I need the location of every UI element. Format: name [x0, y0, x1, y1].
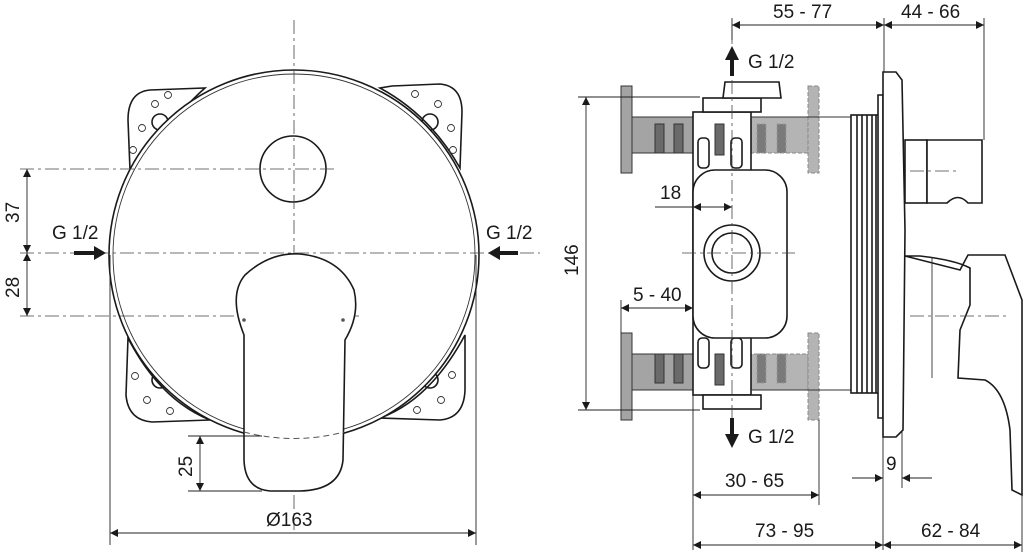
mounting-bracket-top-right [377, 83, 463, 171]
lever-side [904, 254, 1023, 497]
dim-5-40: 5 - 40 [633, 285, 682, 306]
inlet-right-label: G 1/2 [486, 223, 532, 244]
dim-18: 18 [660, 183, 681, 204]
dim-146: 146 [562, 244, 583, 276]
lever-handle [235, 253, 357, 492]
dim-25: 25 [176, 456, 197, 477]
threaded-sleeve [850, 114, 880, 394]
dim-37: 37 [3, 202, 24, 223]
dim-44-66: 44 - 66 [901, 2, 960, 23]
outlet-top-label: G 1/2 [748, 52, 794, 73]
dim-30-65: 30 - 65 [725, 471, 784, 492]
dim-9: 9 [886, 454, 897, 475]
dim-62-84: 62 - 84 [921, 521, 981, 542]
inlet-right-arrow-icon [488, 246, 518, 260]
valve-housing [692, 169, 788, 339]
wall-plate [882, 71, 906, 438]
inlet-left-label: G 1/2 [52, 223, 98, 244]
front-view: G 1/2 G 1/2 37 28 25 Ø163 [3, 20, 540, 545]
dim-28: 28 [3, 277, 24, 298]
dim-diameter: Ø163 [266, 510, 312, 531]
dim-73-95: 73 - 95 [755, 521, 814, 542]
outlet-bottom-label: G 1/2 [748, 427, 794, 448]
inlet-left-arrow-icon [74, 246, 106, 260]
dim-55-77: 55 - 77 [773, 2, 832, 23]
outlet-bottom-arrow-icon [725, 418, 739, 448]
side-view: G 1/2 G 1/2 146 55 - 77 44 - 66 18 5 - 4… [562, 2, 1023, 552]
outlet-top-arrow-icon [725, 46, 739, 76]
